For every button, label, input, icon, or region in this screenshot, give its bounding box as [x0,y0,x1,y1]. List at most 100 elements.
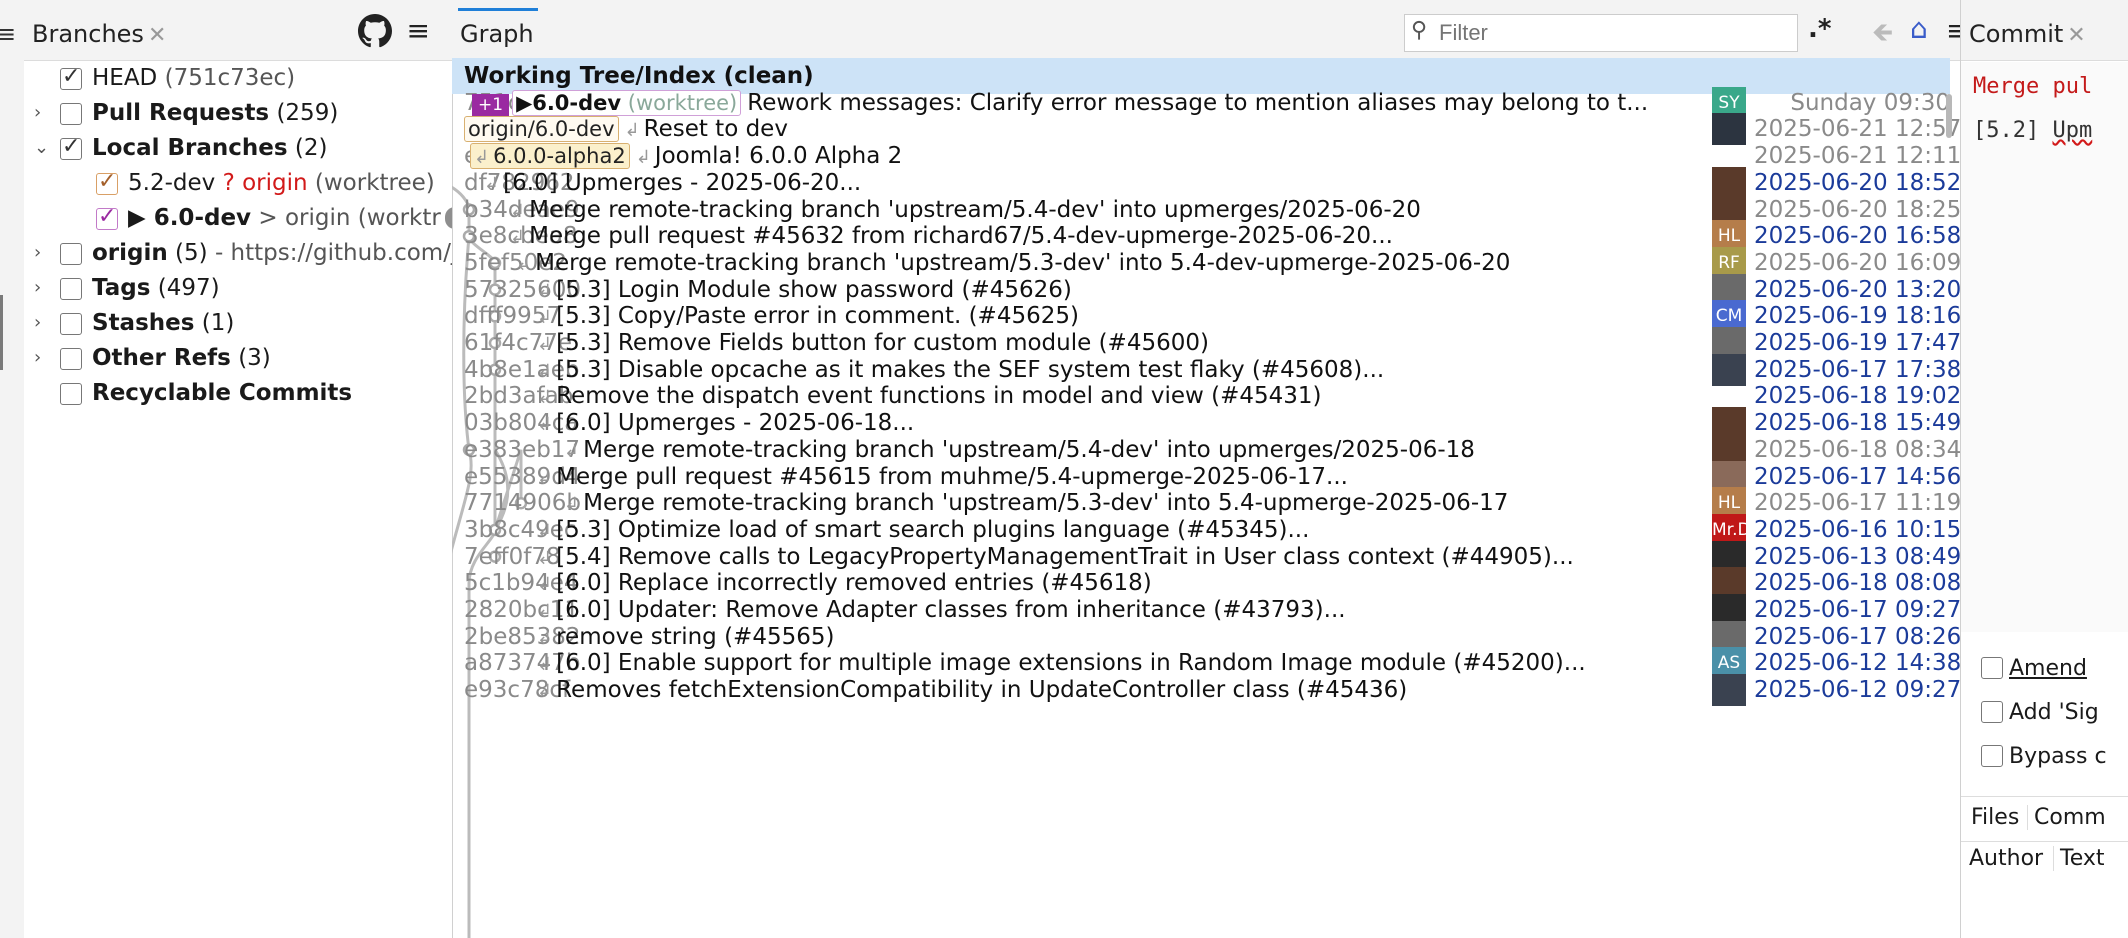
chevron-right-icon[interactable]: › [34,102,42,123]
tree-row[interactable]: ›Pull Requests (259) [24,97,452,132]
tree-checkbox[interactable] [96,204,118,230]
commit-message-text: [6.0] Replace incorrectly removed entrie… [556,570,1152,597]
commit-row[interactable]: 5c1b94e4↲[6.0] Replace incorrectly remov… [452,565,1960,601]
chevron-right-icon[interactable]: › [34,347,42,368]
commit-row[interactable]: 57325600↲[5.3] Login Module show passwor… [452,272,1960,308]
branches-title: Branches✕ [32,20,167,48]
bypass-hooks-checkbox[interactable]: Bypass c [1981,744,2107,769]
author-avatar [1712,594,1746,626]
commit-row[interactable]: 03b804ca↲[6.0] Upmerges - 2025-06-18...2… [452,405,1960,441]
chevron-down-icon[interactable]: ⌄ [34,137,50,158]
commit-message: ↲Removes fetchExtensionCompatibility in … [537,677,1407,703]
commit-message-text: Working Tree/Index (clean) [464,63,814,89]
regex-toggle[interactable]: .* [1808,14,1832,44]
commit-tabs: Files Comm [1961,796,2128,842]
tree-row[interactable]: 5.2-dev ? origin (worktree) [24,167,452,202]
checkbox[interactable] [1981,745,2003,767]
commit-row[interactable]: df782962↲[6.0] Upmerges - 2025-06-20...2… [452,165,1960,201]
commit-row[interactable]: 8d3c59c5origin/6.0-dev↲Reset to dev2025-… [452,111,1960,147]
commit-row[interactable]: 3b8c49ec↲[5.3] Optimize load of smart se… [452,512,1960,548]
commit-type-icon: ↲ [537,414,553,436]
commit-date: 2025-06-19 18:16 [1754,303,1960,330]
back-arrow-icon[interactable]: 🡸 [1872,18,1894,48]
commit-row[interactable]: 3e8cbea8↲Merge pull request #45632 from … [452,218,1960,254]
commit-type-icon: ↲ [624,120,640,142]
close-icon[interactable]: ✕ [2067,23,2086,48]
tree-checkbox[interactable] [60,134,82,160]
filter-box[interactable]: ⚲ [1404,14,1798,52]
branch-ref-label[interactable]: ▶6.0-dev (worktree) [512,89,742,116]
tree-checkbox[interactable] [60,103,82,125]
author-avatar [1712,113,1746,146]
menu-icon[interactable]: ≡ [0,20,16,48]
tag-ref-label[interactable]: ↲6.0.0-alpha2 [470,143,630,170]
commit-node [462,229,476,243]
col-author[interactable]: Author [1969,846,2044,871]
commit-date: 2025-06-20 16:09 [1754,249,1960,276]
home-icon[interactable]: ⌂ [1910,12,1928,45]
amend-checkbox[interactable]: Amend [1981,656,2087,681]
chevron-right-icon[interactable]: › [34,242,42,263]
commit-node [514,496,528,510]
tab-commits[interactable]: Comm [2027,805,2106,830]
checkbox[interactable] [1981,701,2003,723]
tree-checkbox[interactable] [60,348,82,370]
tree-row[interactable]: ›Tags (497) [24,272,452,307]
commit-row[interactable]: 751c73ec+1▶6.0-dev (worktree)Rework mess… [452,85,1950,121]
commit-row[interactable]: e93c78cf↲Removes fetchExtensionCompatibi… [452,672,1960,708]
commit-row[interactable]: dfff9957↲[5.3] Copy/Paste error in comme… [452,298,1960,334]
tab-files[interactable]: Files [1971,805,2020,830]
commit-message-text: [5.3] Remove Fields button for custom mo… [556,330,1209,356]
chevron-right-icon[interactable]: › [34,312,42,333]
tree-checkbox[interactable] [60,383,82,405]
commit-type-icon: ↲ [537,574,553,596]
commit-row[interactable]: a873747b↲[6.0] Enable support for multip… [452,645,1960,681]
commit-row[interactable]: e55389d4↲Merge pull request #45615 from … [452,459,1960,495]
tree-checkbox[interactable] [60,313,82,335]
github-icon[interactable] [358,14,392,48]
commit-row[interactable]: 2bd3afab↲Remove the dispatch event funct… [452,378,1960,414]
commit-row[interactable]: Working Tree/Index (clean) [452,58,1950,94]
tree-checkbox[interactable] [60,278,82,300]
branches-sidebar: Branches✕ ≡ HEAD (751c73ec)›Pull Request… [24,0,453,938]
commit-row[interactable]: 61f4c77e↲[5.3] Remove Fields button for … [452,325,1960,361]
commit-hash: 7eff0f78 [464,543,561,570]
chevron-right-icon[interactable]: › [34,277,42,298]
commit-date: 2025-06-21 12:57 [1754,116,1960,143]
vertical-scrollbar[interactable] [1946,94,1952,138]
commit-row[interactable]: b34deae9↲Merge remote-tracking branch 'u… [452,192,1960,228]
commit-row[interactable]: 2820bc11↲[6.0] Updater: Remove Adapter c… [452,592,1960,628]
graph-menu-icon[interactable]: ≡ [1946,14,1960,47]
commit-node [488,523,502,537]
commit-type-icon: ↲ [564,440,580,462]
tree-row[interactable]: ⌄Local Branches (2) [24,132,452,167]
commit-row[interactable]: 7eff0f78↲[5.4] Remove calls to LegacyPro… [452,539,1960,575]
signed-off-checkbox[interactable]: Add 'Sig [1981,700,2099,725]
commit-message: Working Tree/Index (clean) [464,63,814,89]
tree-checkbox[interactable] [60,243,82,265]
commit-row[interactable]: 2be85382↲remove string (#45565)2025-06-1… [452,619,1960,655]
tree-checkbox[interactable] [60,64,82,90]
commit-row[interactable]: e713ca10↲6.0.0-alpha2↲Joomla! 6.0.0 Alph… [452,138,1960,174]
tree-row[interactable]: ›Stashes (1) [24,307,452,342]
tree-row[interactable]: ›origin (5) - https://github.com/joo [24,237,452,272]
filter-input[interactable] [1437,18,1791,48]
tab-graph[interactable]: Graph [460,20,534,48]
commit-message-editor[interactable]: Merge pul [5.2] Upm [1961,62,2128,632]
tree-checkbox[interactable] [96,169,118,195]
commit-type-icon: ↲ [635,147,651,169]
sidebar-menu-icon[interactable]: ≡ [406,14,430,47]
checkbox[interactable] [1981,657,2003,679]
close-icon[interactable]: ✕ [147,23,167,48]
tree-row[interactable]: ▶ 6.0-dev > origin (worktr+1 [24,202,452,237]
commit-message: origin/6.0-dev↲Reset to dev [464,116,788,143]
tree-row[interactable]: Recyclable Commits [24,377,452,412]
remote-ref-label[interactable]: origin/6.0-dev [464,116,619,143]
col-text[interactable]: Text [2053,846,2105,871]
commit-row[interactable]: 5fef50e2↲Merge remote-tracking branch 'u… [452,245,1960,281]
commit-row[interactable]: e383eb17↲Merge remote-tracking branch 'u… [452,432,1960,468]
commit-row[interactable]: 7714906b↲Merge remote-tracking branch 'u… [452,485,1960,521]
tree-row[interactable]: HEAD (751c73ec) [24,62,452,97]
commit-row[interactable]: 4b8e1aeb↲[5.3] Disable opcache as it mak… [452,352,1960,388]
tree-row[interactable]: ›Other Refs (3) [24,342,452,377]
